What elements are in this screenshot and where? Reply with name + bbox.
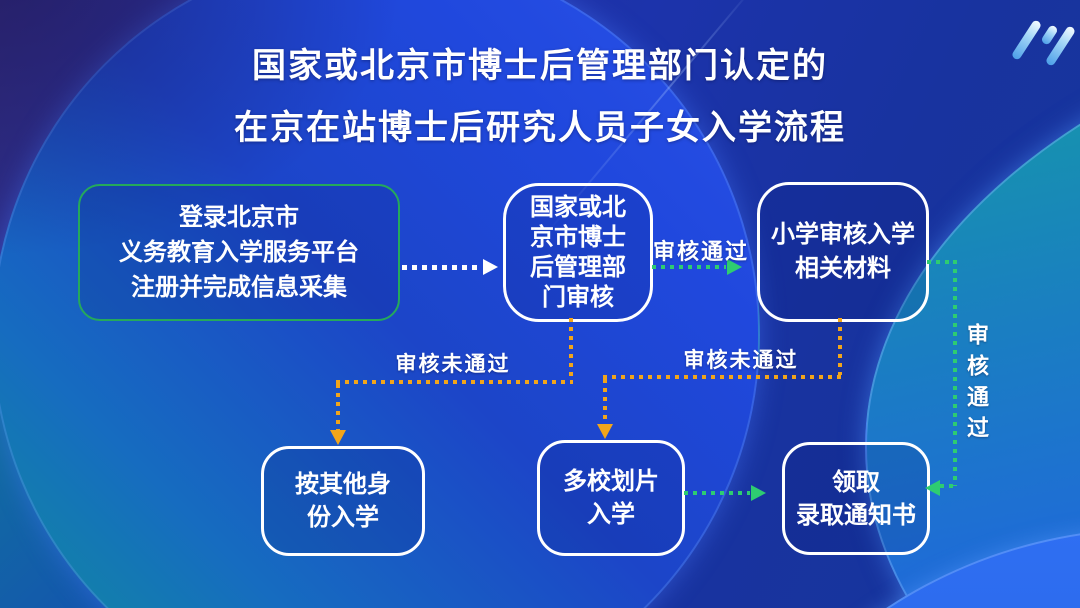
slide-title-line-2: 在京在站博士后研究人员子女入学流程 [234,109,846,147]
flow-node-admission-notice: 领取 录取通知书 [782,442,930,555]
arrowhead-down-icon [330,430,346,445]
edge-school-pass-segment [953,260,957,486]
flow-node-multi-school-enroll: 多校划片 入学 [537,440,685,556]
flow-node-register-platform: 登录北京市 义务教育入学服务平台 注册并完成信息采集 [78,184,400,321]
edge-label-review-fail-2: 审核未通过 [683,349,799,372]
edge-multi-to-notice-line [684,491,750,495]
arrowhead-right-icon [751,485,766,501]
edge-school-pass-segment [940,484,957,488]
edge-review-fail-segment [569,318,573,380]
slide-title-line-1: 国家或北京市博士后管理部门认定的 [252,47,828,85]
arrowhead-down-icon [597,424,613,439]
flow-node-other-identity-enroll: 按其他身 份入学 [261,446,425,556]
edge-label-review-pass: 审核通过 [652,239,749,264]
edge-review-fail-segment [336,384,340,430]
flow-node-postdoc-admin-review: 国家或北 京市博士 后管理部 门审核 [503,183,653,322]
arrowhead-left-icon [925,480,940,496]
edge-label-review-fail-1: 审核未通过 [395,353,511,376]
edge-register-to-review-line [402,265,482,270]
edge-school-fail-segment [603,375,842,379]
edge-label-school-pass: 审核通过 [964,323,989,447]
edge-school-fail-segment [603,379,607,424]
edge-school-fail-segment [838,318,842,375]
edge-review-fail-segment [336,380,573,384]
arrowhead-right-icon [483,259,498,275]
flow-node-school-material-review: 小学审核入学 相关材料 [757,182,929,322]
